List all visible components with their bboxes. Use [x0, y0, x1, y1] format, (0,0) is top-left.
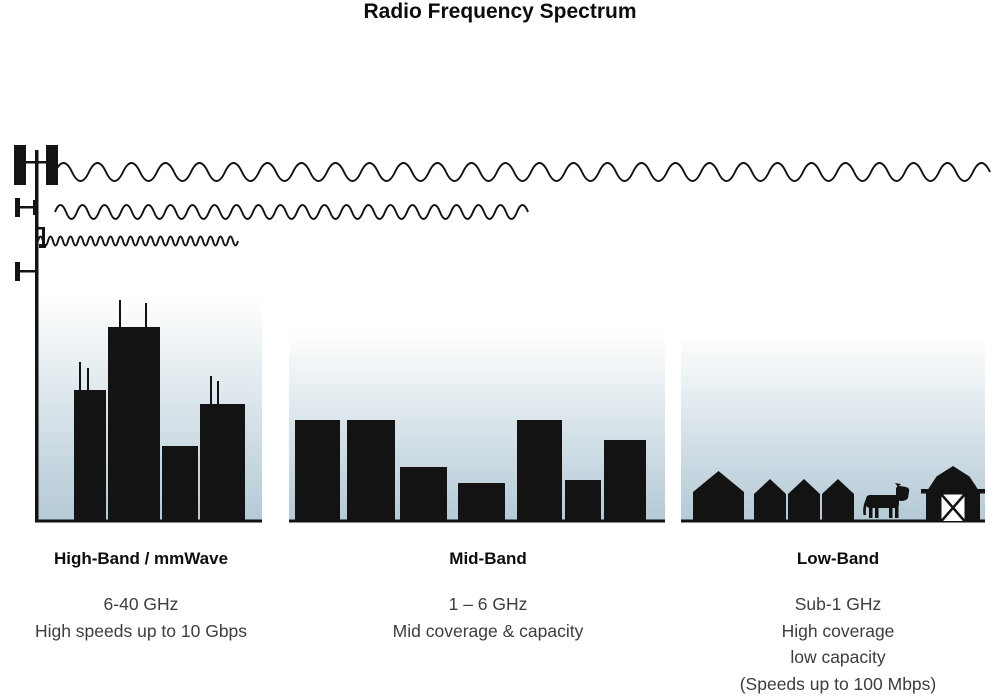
cow-icon	[863, 483, 910, 518]
tower-crossbar-4	[18, 270, 37, 273]
tower-dish-left	[15, 198, 20, 217]
high-frequency-wave	[37, 235, 239, 247]
tower-antenna-panel-left	[14, 145, 26, 185]
tower-crossbar-top	[20, 161, 52, 164]
midrise-building	[458, 483, 505, 520]
cow-leg	[895, 505, 899, 518]
tower-arm-3	[36, 227, 45, 230]
skyscraper	[74, 390, 106, 520]
tower-antenna-panel-right	[46, 145, 58, 185]
cow-leg	[889, 505, 893, 518]
band-detail: High coverage	[781, 620, 895, 641]
barn-icon	[921, 466, 985, 522]
low-frequency-wave	[54, 162, 991, 182]
barn-silhouette	[926, 466, 980, 521]
midrise-building	[517, 420, 562, 520]
band-detail: Mid coverage & capacity	[392, 620, 584, 641]
skyscraper-antenna	[87, 368, 89, 390]
tower-dish-lower	[15, 262, 20, 281]
tower-pole	[35, 150, 39, 521]
cow-ear	[895, 483, 901, 487]
rural-houses-barn-icon	[693, 466, 985, 522]
midrise-building	[400, 467, 447, 520]
cow-body	[866, 495, 899, 508]
skyscraper	[162, 446, 198, 520]
cow-tail	[863, 497, 869, 515]
tower-drop-rod	[42, 227, 45, 247]
band-name: Low-Band	[796, 549, 880, 568]
cow-leg	[875, 505, 879, 518]
house-icon	[822, 479, 854, 521]
skyscraper	[108, 327, 160, 520]
barn-eave-right	[977, 489, 985, 494]
band-name: Mid-Band	[449, 549, 527, 568]
diagram-title: Radio Frequency Spectrum	[363, 0, 637, 23]
skyscraper	[200, 404, 245, 520]
midrise-buildings-icon	[295, 420, 646, 520]
skyscrapers-icon	[74, 300, 245, 520]
band-name: High-Band / mmWave	[53, 549, 229, 568]
tower-dish-center	[33, 200, 38, 215]
skyscraper-antenna	[79, 362, 81, 390]
band-detail: (Speeds up to 100 Mbps)	[739, 673, 937, 694]
cow-leg	[869, 505, 873, 518]
house-icon	[788, 479, 820, 521]
band-frequency: Sub-1 GHz	[794, 594, 882, 614]
skyscraper-antenna	[145, 303, 147, 327]
midrise-building	[295, 420, 340, 520]
skyscraper-antenna	[119, 300, 121, 327]
band-detail: High speeds up to 10 Gbps	[34, 620, 248, 641]
band-frequency: 6-40 GHz	[103, 594, 179, 614]
skyscraper-antenna	[217, 381, 219, 404]
midrise-building	[604, 440, 646, 520]
barn-door-cross	[940, 493, 966, 522]
band-label-midband: Mid-Band 1 – 6 GHz Mid coverage & capaci…	[338, 549, 638, 644]
midrise-building	[347, 420, 395, 520]
band-frequency: 1 – 6 GHz	[448, 594, 528, 614]
mid-frequency-wave	[54, 204, 529, 220]
tower-rod-foot	[39, 244, 46, 248]
radio-waves	[37, 162, 991, 247]
band-detail: low capacity	[790, 647, 886, 667]
house-icon	[754, 479, 786, 521]
tower-crossbar-2	[18, 206, 36, 209]
skyscraper-antenna	[210, 376, 212, 404]
house-icon	[693, 471, 744, 521]
midrise-building	[565, 480, 601, 520]
cow-head	[896, 486, 910, 501]
barn-eave-left	[921, 489, 929, 494]
cell-tower-icon	[14, 145, 58, 521]
band-label-highband: High-Band / mmWave 6-40 GHz High speeds …	[0, 549, 291, 644]
band-label-lowband: Low-Band Sub-1 GHz High coverage low cap…	[688, 549, 988, 697]
